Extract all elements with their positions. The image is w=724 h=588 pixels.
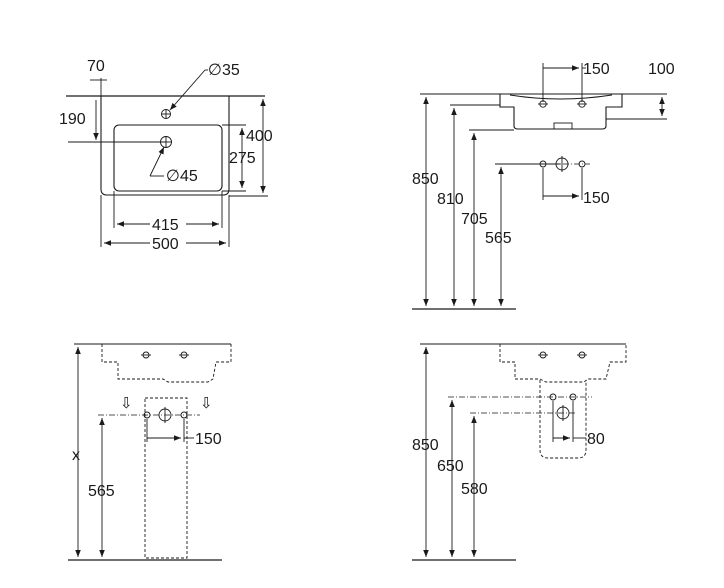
svg-text:⇩: ⇩ [120, 395, 133, 412]
dim-400: 400 [246, 128, 273, 145]
dim-565: 565 [485, 230, 512, 247]
svg-text:⇩: ⇩ [200, 395, 213, 412]
side-view: 150 100 850 810 705 565 150 [412, 61, 675, 310]
dim-x: x [72, 447, 80, 464]
dim-70: 70 [87, 58, 105, 75]
basin-outline [100, 96, 230, 196]
basin-front-outline [499, 344, 627, 383]
dim-810: 810 [437, 191, 464, 208]
top-view: 70 190 ∅35 ∅45 400 275 415 500 [59, 58, 273, 253]
bowl-outline [113, 124, 223, 192]
pedestal-outline [144, 397, 188, 559]
dim-850: 850 [412, 171, 439, 188]
supply-point-right [578, 160, 586, 168]
dim-80: 80 [587, 431, 605, 448]
dim-190: 190 [59, 111, 86, 128]
dim-150-bottom: 150 [583, 190, 610, 207]
leader-35 [169, 69, 206, 111]
basin-profile [499, 93, 623, 130]
dim-500: 500 [152, 236, 179, 253]
front-pedestal-view: ⇩ ⇩ x 565 150 [68, 343, 232, 561]
leader-45 [149, 146, 165, 177]
semi-pedestal-outline [539, 380, 587, 459]
dim-565-ped: 565 [88, 483, 115, 500]
dim-275: 275 [229, 150, 256, 167]
dim-415: 415 [152, 217, 179, 234]
dim-580: 580 [461, 481, 488, 498]
dim-150-ped: 150 [195, 431, 222, 448]
dim-150-top: 150 [583, 61, 610, 78]
dim-hole-35: ∅35 [208, 62, 240, 79]
dim-705: 705 [461, 211, 488, 228]
dim-100: 100 [648, 61, 675, 78]
dim-650: 650 [437, 458, 464, 475]
basin-front-outline [101, 344, 232, 383]
dim-850-semi: 850 [412, 437, 439, 454]
dim-waste-45: ∅45 [166, 168, 198, 185]
supply-point-left [539, 160, 547, 168]
side-semipedestal-view: 850 650 580 80 [412, 343, 627, 561]
